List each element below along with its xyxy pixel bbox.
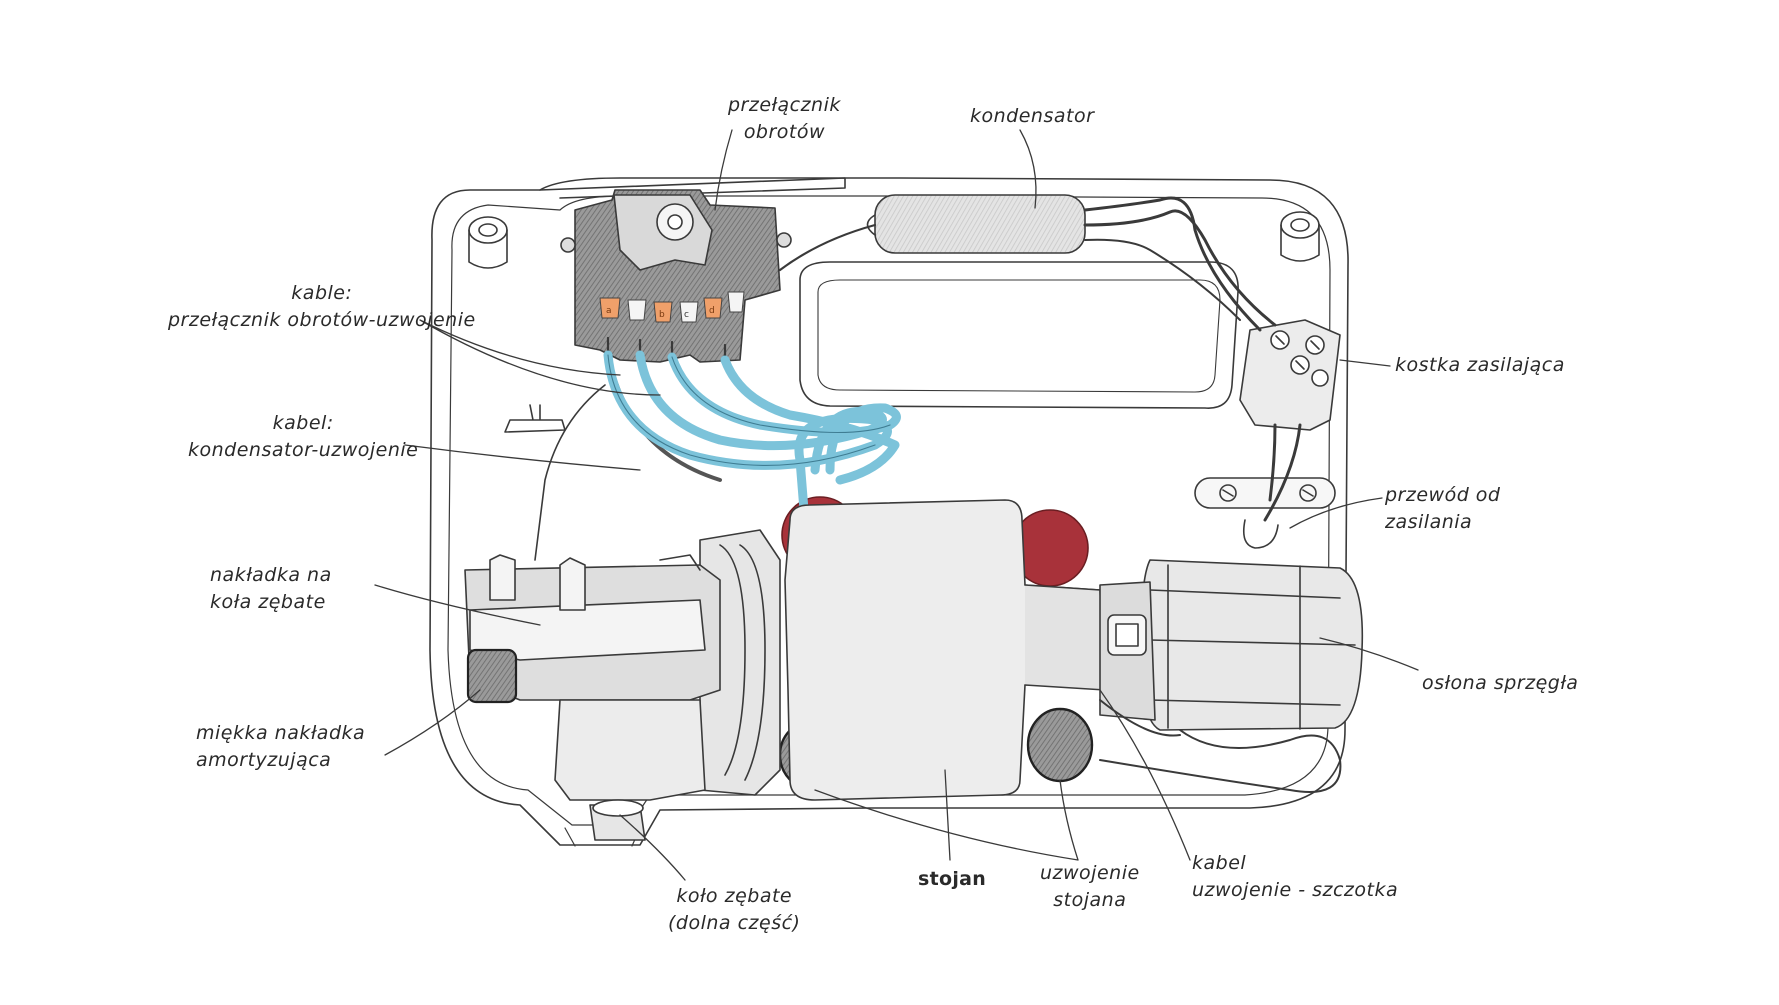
label-stator: stojan xyxy=(918,868,987,890)
label-speed-switch: przełącznik obrotów xyxy=(728,94,841,143)
leader-speed-switch xyxy=(714,129,733,211)
soft-damper xyxy=(466,648,518,704)
terminal-letter-c: c xyxy=(684,310,689,320)
label-gear-lower: koło zębate (dolna część) xyxy=(668,885,801,934)
clutch-cover xyxy=(1099,559,1364,731)
gear-housing xyxy=(554,699,706,801)
label-gear-cap: nakładka na koła zębate xyxy=(210,564,332,613)
label-cable-winding-brush: kabel uzwojenie - szczotka xyxy=(1192,852,1399,901)
leader-gear-cap xyxy=(374,584,541,626)
terminal-block xyxy=(1239,319,1341,431)
label-cable-capacitor-winding: kabel: kondensator-uzwojenie xyxy=(188,412,419,461)
label-terminal-block: kostka zasilająca xyxy=(1395,354,1565,376)
leader-power-lead xyxy=(1289,497,1383,529)
label-capacitor: kondensator xyxy=(970,105,1095,127)
leader-stator xyxy=(944,769,951,861)
leader-stator-winding xyxy=(814,779,1079,861)
switch-terminals xyxy=(599,291,745,323)
leader-cable-winding-brush xyxy=(1099,689,1191,861)
leader-lines xyxy=(374,129,1419,881)
leader-capacitor xyxy=(1019,129,1037,209)
gear-cap xyxy=(464,554,721,701)
label-cables-switch-winding: kable: przełącznik obrotów-uzwojenie xyxy=(168,282,476,331)
mounting-post-left xyxy=(468,216,508,269)
housing-window xyxy=(799,261,1239,409)
mounting-post-right xyxy=(1280,211,1320,262)
speed-switch xyxy=(560,189,792,363)
terminal-letter-d: d xyxy=(709,306,715,316)
label-clutch-cover: osłona sprzęgła xyxy=(1422,672,1579,694)
leader-terminal-block xyxy=(1339,359,1391,367)
housing-inner xyxy=(447,195,1331,826)
leader-cables-switch xyxy=(419,319,661,396)
leader-clutch-cover xyxy=(1319,637,1419,671)
label-soft-damper: miękka nakładka amortyzująca xyxy=(196,722,366,771)
terminal-letter-a: a xyxy=(606,306,612,316)
leader-gear-lower xyxy=(619,814,686,881)
leader-soft-damper xyxy=(384,689,481,756)
label-stator-winding: uzwojenie stojana xyxy=(1040,862,1140,911)
cable-clamp xyxy=(1194,477,1336,549)
leader-cable-capacitor xyxy=(404,444,641,471)
housing-outer xyxy=(429,177,1349,846)
label-power-lead: przewód od zasilania xyxy=(1385,484,1501,533)
terminal-letter-b: b xyxy=(659,310,665,320)
